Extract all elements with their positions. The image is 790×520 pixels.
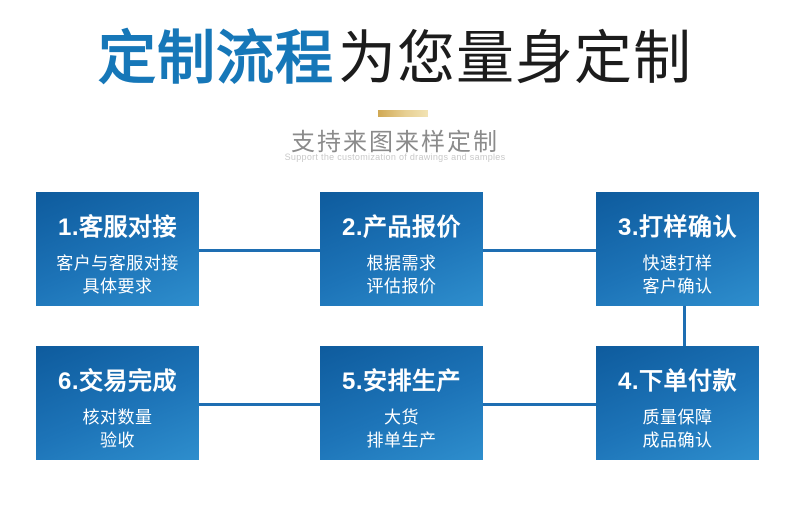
step-detail: 质量保障: [642, 408, 713, 427]
page-title: 定制流程为您量身定制: [0, 26, 790, 93]
step-detail: 验收: [100, 431, 135, 450]
step-detail: 具体要求: [82, 277, 153, 296]
step-title: 3.打样确认: [617, 214, 737, 241]
step-box-5: 5.安排生产 大货 排单生产: [320, 346, 483, 460]
connector-step2-step3: [483, 249, 596, 252]
step-box-1: 1.客服对接 客户与客服对接 具体要求: [36, 192, 199, 306]
step-detail: 大货: [384, 408, 419, 427]
step-box-2: 2.产品报价 根据需求 评估报价: [320, 192, 483, 306]
subtitle: 支持来图来样定制: [291, 129, 499, 156]
step-title: 4.下单付款: [617, 368, 737, 395]
step-detail: 评估报价: [366, 277, 437, 296]
connector-step3-step4: [683, 306, 686, 346]
step-detail: 成品确认: [642, 431, 713, 450]
gold-divider: [378, 110, 428, 117]
step-detail: 排单生产: [366, 431, 437, 450]
step-title: 2.产品报价: [341, 214, 461, 241]
connector-step1-step2: [199, 249, 320, 252]
step-box-3: 3.打样确认 快速打样 客户确认: [596, 192, 759, 306]
title-rest: 为您量身定制: [338, 26, 693, 91]
subtitle-english: Support the customization of drawings an…: [284, 152, 506, 162]
step-box-4: 4.下单付款 质量保障 成品确认: [596, 346, 759, 460]
step-detail: 客户与客服对接: [56, 254, 179, 273]
step-box-6: 6.交易完成 核对数量 验收: [36, 346, 199, 460]
step-detail: 快速打样: [642, 254, 713, 273]
connector-step4-step5: [483, 403, 596, 406]
connector-step5-step6: [199, 403, 320, 406]
step-title: 5.安排生产: [341, 368, 461, 395]
step-detail: 客户确认: [642, 277, 713, 296]
step-detail: 根据需求: [366, 254, 437, 273]
step-title: 1.客服对接: [57, 214, 177, 241]
step-detail: 核对数量: [82, 408, 153, 427]
step-title: 6.交易完成: [57, 368, 177, 395]
title-highlight: 定制流程: [97, 26, 334, 91]
